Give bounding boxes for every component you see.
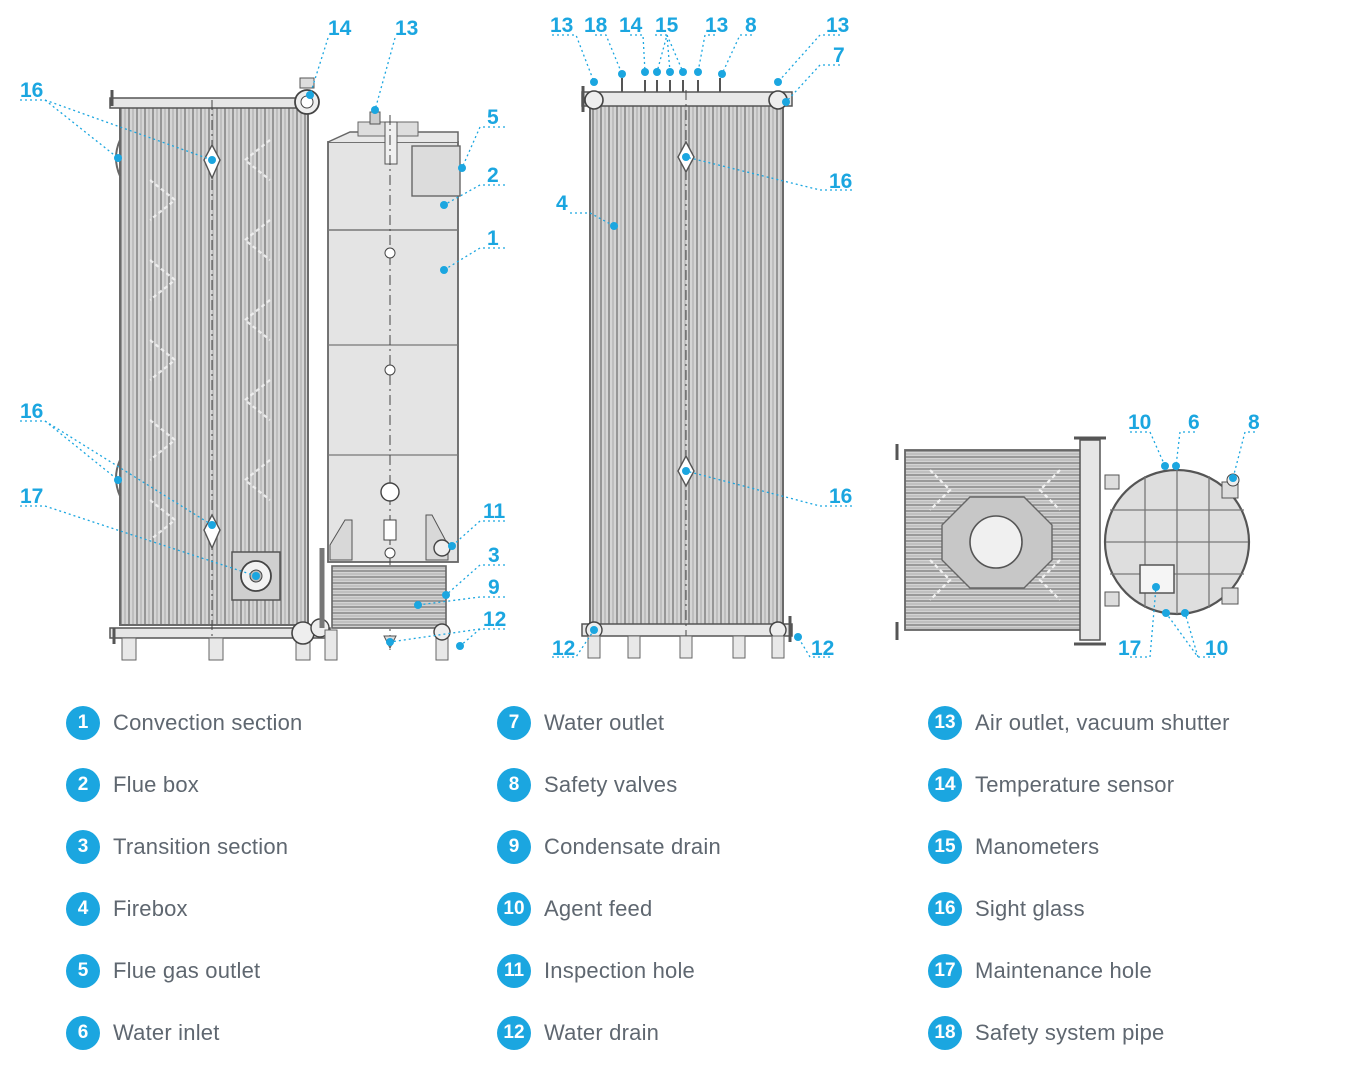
legend-label: Transition section [113,834,289,859]
legend-number-badge: 8 [497,768,531,802]
legend-item: 7 Water outlet [497,703,664,743]
legend-number-badge: 16 [928,892,962,926]
legend-item: 8 Safety valves [497,765,677,805]
legend-label: Air outlet, vacuum shutter [975,710,1230,735]
callout-side-11: 11 [483,500,506,523]
callout-front-13a: 13 [550,14,573,37]
top-view [895,436,1251,646]
front-view [581,78,793,659]
callout-side-13: 13 [395,17,418,40]
legend-label: Sight glass [975,896,1085,921]
callout-top-10b: 10 [1205,637,1228,660]
legend-number-badge: 13 [928,706,962,740]
legend-item: 11 Inspection hole [497,951,695,991]
legend-number-badge: 18 [928,1016,962,1050]
legend-label: Safety system pipe [975,1020,1165,1045]
callout-front-12a: 12 [552,637,575,660]
legend-label: Flue gas outlet [113,958,261,983]
callout-front-12b: 12 [811,637,834,660]
legend-number-badge: 9 [497,830,531,864]
legend-number-badge: 7 [497,706,531,740]
callout-side-17: 17 [20,485,43,508]
legend-number-badge: 14 [928,768,962,802]
callout-side-14: 14 [328,17,352,40]
callout-side-1: 1 [487,227,499,250]
legend-number-badge: 11 [497,954,531,988]
legend-label: Flue box [113,772,199,797]
legend-label: Safety valves [544,772,678,797]
callout-front-18: 18 [584,14,608,37]
legend-item: 2 Flue box [66,765,199,805]
callout-front-16b: 16 [829,485,852,508]
callout-top-17: 17 [1118,637,1141,660]
callout-front-8: 8 [745,14,757,37]
legend-number-badge: 15 [928,830,962,864]
callout-front-14: 14 [619,14,643,37]
callout-front-15: 15 [655,14,679,37]
legend-label: Agent feed [544,896,653,921]
legend-item: 3 Transition section [66,827,288,867]
callout-labels: 16 14 13 5 2 1 16 17 11 3 9 12 13 18 14 … [20,14,1260,660]
callout-side-2: 2 [487,164,499,187]
callout-top-10a: 10 [1128,411,1151,434]
legend-label: Water inlet [113,1020,220,1045]
legend-label: Water outlet [544,710,665,735]
legend-number-badge: 10 [497,892,531,926]
callout-top-8: 8 [1248,411,1260,434]
legend-label: Condensate drain [544,834,721,859]
callout-side-5: 5 [487,106,499,129]
legend-label: Firebox [113,896,188,921]
callout-side-9: 9 [488,576,500,599]
callout-front-13b: 13 [705,14,728,37]
legend-number-badge: 12 [497,1016,531,1050]
legend-item: 4 Firebox [66,889,188,929]
legend-number-badge: 17 [928,954,962,988]
legend-item: 17 Maintenance hole [928,951,1152,991]
legend-number-badge: 2 [66,768,100,802]
boiler-technical-drawing: 16 14 13 5 2 1 16 17 11 3 9 12 13 18 14 … [20,14,1260,661]
callout-front-13c: 13 [826,14,849,37]
legend-item: 18 Safety system pipe [928,1013,1164,1053]
callout-side-16a: 16 [20,79,43,102]
legend-number-badge: 1 [66,706,100,740]
legend: 1 Convection section 2 Flue box 3 Transi… [0,690,1360,1080]
legend-item: 13 Air outlet, vacuum shutter [928,703,1230,743]
legend-item: 12 Water drain [497,1013,659,1053]
callout-dots [114,68,1237,650]
side-view [109,77,461,661]
callout-front-7: 7 [833,44,845,67]
legend-label: Inspection hole [544,958,695,983]
callout-side-3: 3 [488,544,500,567]
legend-item: 15 Manometers [928,827,1099,867]
legend-item: 10 Agent feed [497,889,652,929]
callout-side-12: 12 [483,608,506,631]
legend-number-badge: 4 [66,892,100,926]
legend-item: 16 Sight glass [928,889,1085,929]
callout-side-16b: 16 [20,400,43,423]
leader-lines [20,34,1255,658]
legend-item: 14 Temperature sensor [928,765,1174,805]
legend-item: 9 Condensate drain [497,827,721,867]
legend-number-badge: 5 [66,954,100,988]
legend-label: Manometers [975,834,1100,859]
callout-top-6: 6 [1188,411,1200,434]
legend-number-badge: 6 [66,1016,100,1050]
legend-item: 6 Water inlet [66,1013,220,1053]
legend-label: Temperature sensor [975,772,1175,797]
callout-front-4: 4 [556,192,568,215]
legend-label: Convection section [113,710,303,735]
legend-item: 1 Convection section [66,703,302,743]
legend-number-badge: 3 [66,830,100,864]
legend-label: Maintenance hole [975,958,1152,983]
legend-label: Water drain [544,1020,660,1045]
legend-item: 5 Flue gas outlet [66,951,260,991]
callout-front-16a: 16 [829,170,852,193]
